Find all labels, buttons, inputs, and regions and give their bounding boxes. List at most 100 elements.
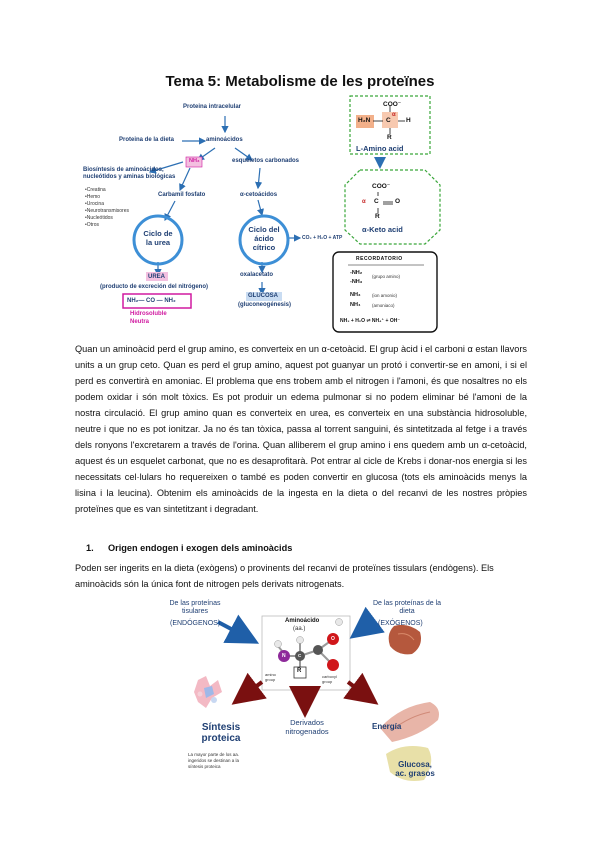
label-o-atom: O <box>331 636 335 642</box>
keto-acid-box <box>344 169 441 245</box>
label-carbamil: Carbamil fosfato <box>158 192 206 198</box>
arrow-to-cetoacidos <box>255 167 263 190</box>
arrow-sintesis <box>231 672 267 705</box>
label-oxalacetato: oxalacetato <box>240 272 274 278</box>
oxygen-atom-2 <box>327 659 339 671</box>
label-r-top: R <box>387 134 392 141</box>
rec-line-4: NH₄ <box>350 302 361 308</box>
label-co2: CO₂ + H₂O + ATP <box>302 235 343 241</box>
arrow-to-esqueletos <box>234 147 253 161</box>
rec-line-3: NH₃ <box>350 292 361 298</box>
label-dieta: De las proteínas de la dieta <box>372 600 442 615</box>
label-proteina-intracelular: Proteina intracelular <box>183 104 242 110</box>
section-text: Poden ser ingerits en la dieta (exògens)… <box>75 563 494 589</box>
label-n-atom: N <box>282 653 286 659</box>
label-o-keto: O <box>395 198 401 205</box>
label-biosintesis: Biosíntesis de aminoácidos, nucleótidos … <box>83 167 176 180</box>
arrow-cetoacidos-citrico <box>256 199 264 217</box>
section-title: Origen endogen i exogen dels aminoàcids <box>108 543 293 553</box>
rec-line-1: -NH₂ <box>350 270 363 276</box>
arrow-energia <box>343 672 379 705</box>
label-amino-acid: L-Amino acid <box>356 144 404 153</box>
glucosa-highlight <box>246 292 282 301</box>
label-h-top: H <box>406 117 411 124</box>
label-derivados: Derivados nitrogenados <box>285 718 329 736</box>
label-urea: UREA <box>148 274 166 280</box>
meat-image <box>388 624 421 655</box>
oxygen-atom-1 <box>327 633 339 645</box>
label-aminoacidos: aminoácidos <box>206 137 243 143</box>
label-c-keto: C <box>374 198 379 205</box>
label-neutra: Neutra <box>130 319 150 325</box>
list-item: •Neurotransmisores <box>85 208 129 214</box>
muscle-image <box>380 702 439 742</box>
label-r-keto: R <box>375 213 380 220</box>
label-keto-acid: α-Keto acid <box>362 225 403 234</box>
citric-cycle-ring <box>238 214 290 266</box>
label-glucosa: GLUCOSA <box>248 293 278 299</box>
label-sintesis: Síntesis proteica <box>201 722 241 744</box>
label-coo-keto: COO⁻ <box>372 183 391 190</box>
hydrogen-atom-3 <box>335 618 343 626</box>
label-h2n: H₂N <box>358 117 371 124</box>
label-esqueletos: esqueletos carbonados <box>232 158 300 164</box>
list-item: •Otros <box>85 222 99 228</box>
label-c-top: C <box>386 117 391 124</box>
rec-equation: NH₃ + H₂O ⇌ NH₄⁺ + OH⁻ <box>340 318 401 324</box>
label-ciclo-urea: Ciclo de la urea <box>143 229 173 247</box>
liver-image <box>386 746 432 781</box>
section-heading: 1. Origen endogen i exogen dels aminoàcid… <box>86 543 292 553</box>
arrow-exogenos <box>349 606 385 639</box>
rec-desc-1: (grupo amino) <box>372 274 401 279</box>
page-title: Tema 5: Metabolisme de les proteïnes <box>165 73 435 90</box>
section-number: 1. <box>86 543 94 553</box>
r-group-box <box>293 666 307 679</box>
recordatorio-box <box>332 251 438 333</box>
list-item: •Urocina <box>85 201 104 207</box>
label-ciclo-citrico: Ciclo del ácido cítrico <box>248 225 280 252</box>
urea-formula-box <box>122 293 192 309</box>
label-coo-top: COO⁻ <box>383 101 402 108</box>
rec-line-2: -NH₃ <box>350 279 363 285</box>
section-paragraph: Poden ser ingerits en la dieta (exògens)… <box>75 560 527 592</box>
label-exogenos: (EXÓGENOS) <box>378 620 423 627</box>
list-item: •Hemo <box>85 194 101 200</box>
biosintesis-list: •Creatina •Hemo •Urocina •Neurotransmiso… <box>85 187 129 229</box>
urea-highlight <box>146 272 168 281</box>
label-tisulares: De las proteínas tisulares <box>169 600 221 615</box>
label-sintesis-note: La mayor parte de los aa. ingeridos se d… <box>188 752 240 769</box>
arrow-to-carbamil <box>179 167 191 192</box>
label-cetoacidos: α-cetoácidos <box>240 192 278 198</box>
hydrogen-atom-1 <box>274 640 282 648</box>
label-c-atom: C <box>298 653 302 658</box>
label-amino-group: amino group <box>265 672 276 682</box>
alpha-carbon-highlight <box>382 112 398 128</box>
urea-cycle-ring <box>132 214 184 266</box>
label-nh3: NH₃ <box>189 158 200 164</box>
carbon2-atom <box>313 645 323 655</box>
nitrogen-atom <box>278 650 290 662</box>
label-energia: Energía <box>372 722 402 731</box>
rec-desc-2: (ion amonio) <box>372 293 398 298</box>
arrow-endogenos <box>217 614 260 644</box>
protein-structure-image <box>194 676 222 708</box>
label-hidrosoluble: Hidrosoluble <box>130 311 167 317</box>
list-item: •Nucleótidos <box>85 215 113 221</box>
label-gluconeogenesis: (gluconeogénesis) <box>238 302 292 308</box>
label-proteina-dieta: Proteina de la dieta <box>119 137 175 143</box>
label-urea-desc: (producto de excreción del nitrógeno) <box>100 284 209 290</box>
label-urea-formula: NH₂— CO — NH₂ <box>127 298 176 304</box>
label-alpha-top: α <box>392 112 396 118</box>
paragraph-text: Quan un aminoàcid perd el grup amino, es… <box>75 344 527 514</box>
label-carboxyl-group: carboxyl group <box>322 674 337 684</box>
amino-acid-metabolism-diagram <box>122 95 441 333</box>
amine-highlight <box>356 115 374 128</box>
label-aa: (aa.) <box>293 626 306 632</box>
label-aminoacido: Aminoácido <box>285 618 320 624</box>
carbon-atom <box>295 651 305 661</box>
arrow-to-biosintesis <box>148 161 184 174</box>
list-item: •Creatina <box>85 187 106 193</box>
label-glucosa-acgrasos: Glucosa, ac. grasos <box>395 760 435 778</box>
label-endogenos: (ENDÓGENOS) <box>170 620 221 627</box>
label-recordatorio: RECORDATORIO <box>356 256 403 262</box>
